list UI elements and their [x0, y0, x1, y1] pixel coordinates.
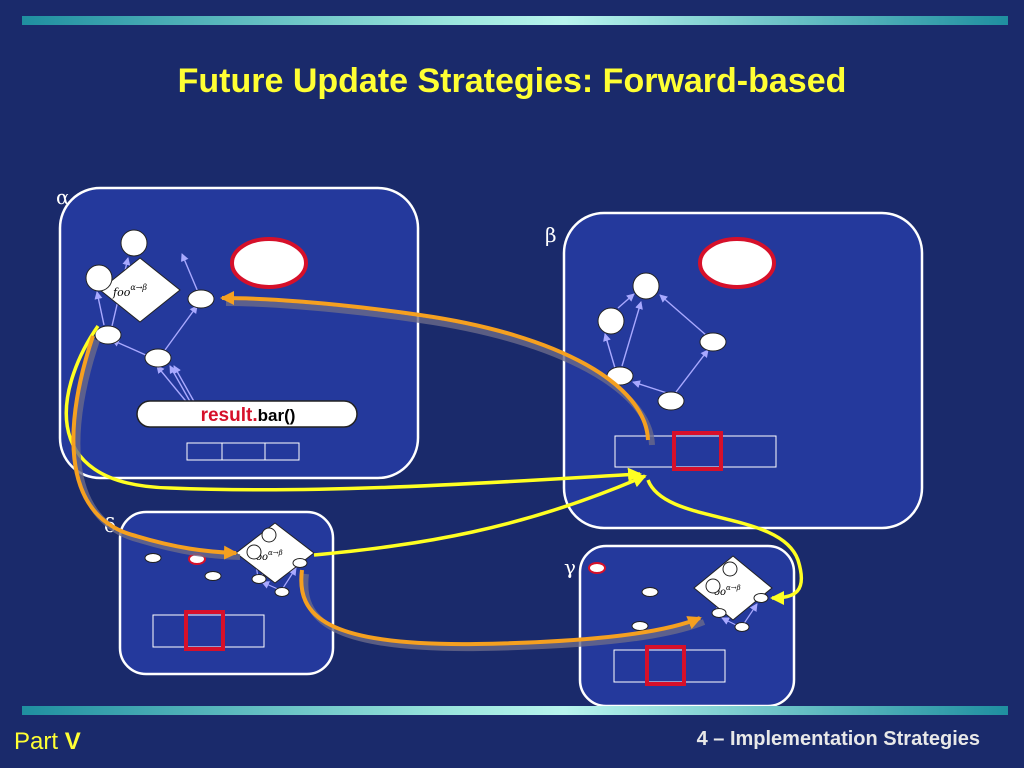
svg-text:ooα→β: ooα→β [714, 584, 741, 598]
alpha-method-diamond: fooα→β [99, 257, 181, 323]
forward-arrow-beta-gamma [646, 479, 804, 605]
delta-future-slot [184, 610, 225, 651]
gamma-future-slot [645, 645, 686, 686]
top-accent-bar [22, 16, 1008, 25]
update-arrow-beta-alpha [220, 291, 650, 441]
call-box [136, 400, 358, 428]
gamma-objects [631, 561, 769, 632]
beta-objects [597, 272, 727, 411]
region-beta-label: β [545, 223, 557, 247]
bottom-accent-bar [22, 706, 1008, 715]
alpha-objects [85, 229, 215, 368]
alpha-slot-array [186, 442, 300, 461]
svg-text:ooα→β: ooα→β [256, 549, 283, 563]
footer-part-label: Part V [14, 728, 81, 755]
beta-future-object [698, 237, 776, 289]
beta-future-slot [672, 431, 723, 471]
region-gamma-label: γ [564, 555, 576, 579]
delta-objects [144, 527, 308, 597]
region-alpha-label: α [56, 185, 70, 209]
footer-section-title: 4 – Implementation Strategies [696, 728, 980, 750]
forward-arrow-alpha-beta [64, 324, 642, 492]
update-arrow-alpha-delta [71, 335, 238, 560]
svg-text:fooα→β: fooα→β [112, 283, 147, 299]
call-text: result.bar() [201, 405, 296, 426]
delta-method-diamond: ooα→β [235, 522, 315, 584]
slide-title: Future Update Strategies: Forward-based [177, 62, 847, 100]
gamma-future-object [588, 562, 606, 574]
forward-arrow-delta-beta [313, 474, 647, 557]
alpha-future-object [230, 237, 308, 289]
update-arrow-delta-gamma [299, 569, 702, 647]
beta-edges [603, 293, 709, 394]
gamma-method-diamond: ooα→β [693, 555, 773, 621]
